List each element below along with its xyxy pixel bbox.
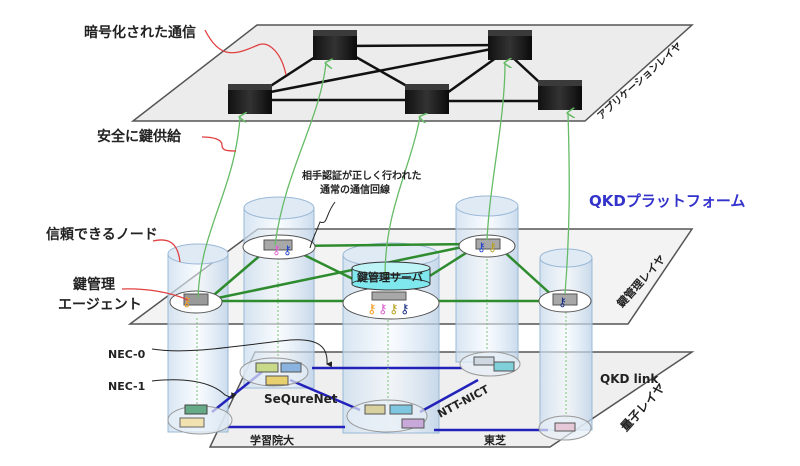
key-agent-ntt-nict: ⚷ ⚷: [458, 234, 516, 258]
svg-text:⚷: ⚷: [400, 302, 410, 317]
key-agent-sequrenet: ⚷ ⚷: [242, 234, 316, 260]
svg-text:⚷: ⚷: [367, 302, 377, 317]
key-server-label: 鍵管理サーバ: [357, 270, 423, 284]
dotted-connectors: [196, 255, 567, 420]
trusted-node-label: 信頼できるノード: [46, 226, 158, 243]
svg-text:⚷: ⚷: [283, 243, 292, 257]
svg-text:⚷: ⚷: [389, 302, 399, 317]
secure-key-supply-label: 安全に鍵供給: [97, 128, 182, 145]
server-icon: [313, 30, 357, 60]
key-agent-label-1: 鍵管理: [73, 276, 115, 293]
qkd-link-sequrenet: [289, 378, 361, 412]
qkd-devices: [167, 351, 592, 441]
encrypted-comm-label: 暗号化された通信: [84, 24, 196, 41]
key-server-disk: [351, 261, 431, 291]
key-agent-label-2: エージェント: [58, 297, 142, 313]
authenticated-line-label-2: 通常の通信回線: [320, 183, 390, 196]
server-icon: [488, 30, 532, 60]
server-icon: [405, 84, 449, 114]
server-icon: [538, 80, 582, 110]
callouts: [121, 29, 287, 301]
sequrenet-label: SeQureNet: [264, 392, 338, 406]
svg-text:⚷: ⚷: [488, 240, 497, 254]
key-agent-nodes: ⚷ ⚷ ⚷ ⚷ ⚷ ⚷ ⚷ ⚷ ⚷ ⚷: [169, 234, 592, 320]
application-servers: [228, 30, 582, 114]
authenticated-line-label-1: 相手認証が正しく行われた: [302, 169, 422, 182]
key-agent-gakushuin: ⚷: [169, 290, 223, 314]
qkd-platform-label: QKDプラットフォーム: [589, 192, 745, 210]
qkd-links: [211, 366, 548, 432]
svg-text:⚷: ⚷: [477, 240, 486, 254]
svg-text:⚷: ⚷: [558, 295, 567, 309]
gakushuin-label: 学習院大: [250, 433, 294, 447]
svg-text:⚷: ⚷: [272, 243, 281, 257]
svg-text:⚷: ⚷: [378, 302, 388, 317]
line-callouts: [151, 201, 336, 399]
qkd-link-label: QKD link: [600, 372, 659, 386]
qkd-link-ntt-nict: [419, 378, 479, 414]
toshiba-label: 東芝: [484, 433, 506, 447]
cylinder-gakushuin: [167, 243, 229, 433]
nec1-label: NEC-1: [108, 380, 145, 393]
key-supply-arrows: [197, 63, 569, 299]
svg-text:⚷: ⚷: [182, 295, 192, 310]
key-server-node: ⚷ ⚷ ⚷ ⚷: [342, 261, 440, 320]
nec0-label: NEC-0: [108, 348, 146, 361]
server-icon: [228, 84, 272, 114]
key-agent-toshiba: ⚷: [538, 289, 592, 313]
